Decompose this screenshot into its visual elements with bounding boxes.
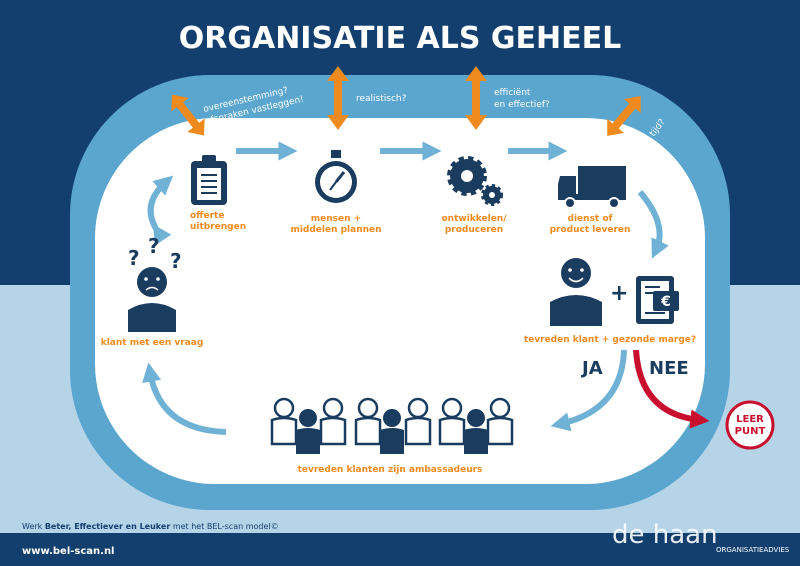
step-ambassadors-label: tevreden klanten zijn ambassadeurs [298,465,483,475]
step-customer-question-label: klant met een vraag [101,338,204,348]
happy-customer-icon [550,258,602,326]
step-produce-label-2: produceren [445,225,503,235]
learning-point-line1: LEER [736,414,764,425]
svg-text:?: ? [148,234,160,258]
confused-customer-icon: ??? [128,234,182,332]
clipboard-icon [191,155,227,205]
footer-tagline-bold: Beter, Effectiever en Leuker [45,522,171,531]
truck-icon [558,166,626,209]
brand-subtitle: ORGANISATIEADVIES [716,546,790,554]
step-produce-label-1: ontwikkelen/ [441,214,507,224]
flow-arrows [142,141,669,435]
page-title: ORGANISATIE ALS GEHEEL [179,21,622,56]
flow-arrow-back [142,362,227,435]
check-label-efficient-2: en effectief? [494,100,550,110]
step-quote-label-1: offerte [190,211,224,221]
check-arrow-on-time [607,96,641,136]
check-label-efficient-1: efficiënt [494,88,531,98]
invoice-euro-icon: € [636,276,679,324]
learning-point-line2: PUNT [735,426,766,437]
step-deliver-label-1: dienst of [568,214,613,224]
stopwatch-icon [315,150,357,203]
check-arrow-agreement [171,94,205,136]
flow-arrow-yes [550,349,627,432]
plus-sign: + [610,281,628,306]
brand-logo-text: de haan [612,520,718,550]
step-evaluation-label: tevreden klant + gezonde marge? [524,335,696,345]
decision-yes-label: JA [580,358,603,379]
step-quote-label-2: uitbrengen [190,222,246,232]
check-arrow-realistic [327,66,349,130]
step-plan-label-1: mensen + [311,214,361,224]
question-marks: ??? [128,234,182,273]
check-label-realistic: realistisch? [356,94,407,104]
footer-tagline-prefix: Werk [22,522,45,531]
svg-text:?: ? [170,249,182,273]
footer-tagline-suffix: met het BEL-scan model© [170,522,278,531]
footer-bar [0,533,800,566]
footer-website-link[interactable]: www.bel-scan.nl [22,546,115,557]
svg-text:?: ? [128,246,140,270]
step-deliver-label-2: product leveren [550,225,631,235]
flow-arrow-no [633,349,710,429]
check-arrows [171,66,641,136]
svg-text:€: € [660,294,671,310]
learning-point-badge: LEER PUNT [725,400,775,450]
footer-tagline: Werk Beter, Effectiever en Leuker met he… [22,522,279,531]
check-arrow-efficient [465,66,487,130]
step-plan-label-2: middelen plannen [290,225,381,235]
process-area [95,118,705,484]
gears-icon [447,156,503,206]
flow-arrow-quote-loop [147,175,174,246]
flow-arrow-4 [637,190,669,259]
decision-no-label: NEE [649,358,689,379]
